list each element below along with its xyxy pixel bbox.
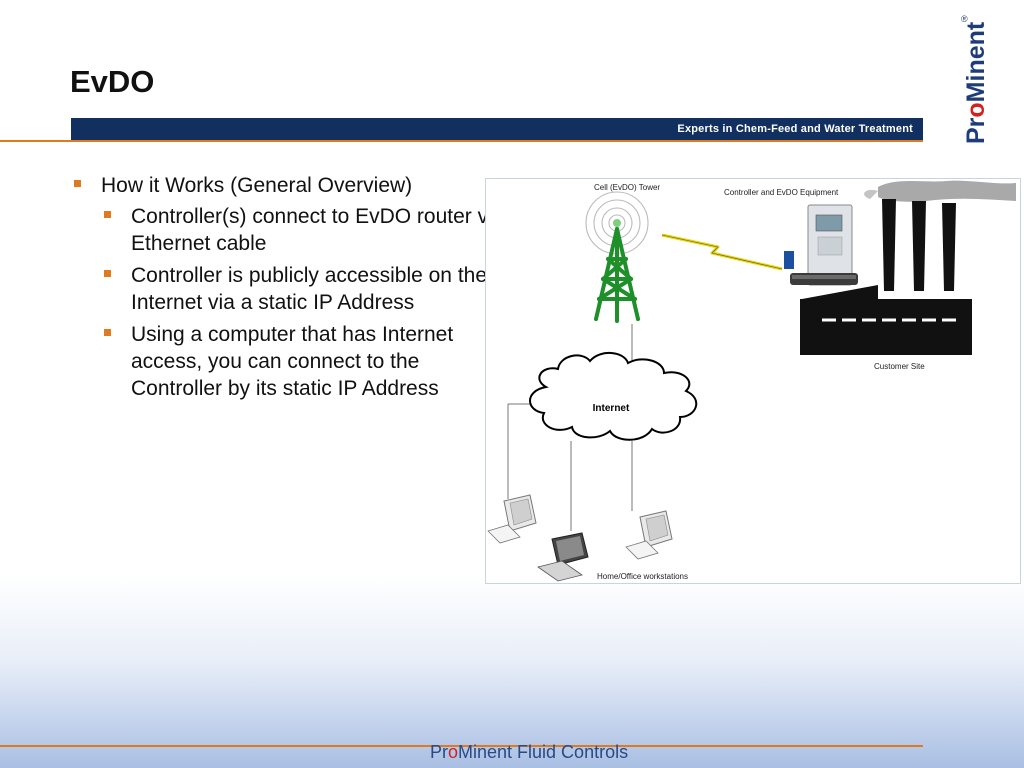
internet-cloud-icon (529, 352, 698, 441)
prominent-logo: ProMinent ® (961, 14, 988, 144)
bullet-marker-icon (74, 180, 81, 187)
sub-bullet-item: Using a computer that has Internet acces… (72, 321, 512, 402)
internet-label: Internet (593, 403, 630, 414)
bullet-marker-icon (104, 329, 111, 336)
footer-rest-text: Minent Fluid Controls (458, 742, 629, 762)
tower-beacon-icon (613, 219, 621, 227)
bullet-marker-icon (104, 211, 111, 218)
logo-o-text: o (962, 102, 988, 117)
bullet-text: How it Works (General Overview) (101, 174, 413, 197)
bullet-list: How it Works (General Overview) Controll… (72, 172, 512, 407)
logo-minent-text: Minent (962, 21, 988, 102)
evdo-network-diagram: Cell (EvDO) Tower Controller and EvDO E (485, 178, 1021, 584)
equipment-label: Controller and EvDO Equipment (724, 188, 839, 197)
bullet-marker-icon (104, 270, 111, 277)
laptop-icon (537, 532, 589, 582)
desktop-computer-icon (625, 510, 673, 560)
evdo-router-icon (784, 251, 858, 285)
sub-bullet-item: Controller is publicly accessible on the… (72, 262, 512, 316)
controller-icon (807, 204, 853, 286)
bullet-text: Controller(s) connect to EvDO router via… (131, 205, 505, 255)
cell-tower-icon (594, 227, 640, 323)
customer-site-label: Customer Site (874, 362, 925, 371)
wireless-link-icon (661, 233, 783, 271)
workstations-label: Home/Office workstations (597, 572, 688, 581)
sub-bullet-item: Controller(s) connect to EvDO router via… (72, 203, 512, 257)
header-orange-rule (0, 140, 923, 142)
bullet-item: How it Works (General Overview) (72, 172, 512, 199)
slide-title: EvDO (70, 64, 155, 99)
footer-company-name: ProMinent Fluid Controls (430, 742, 628, 763)
footer-o-text: o (448, 742, 459, 762)
footer-pr-text: Pr (430, 742, 448, 762)
header-tagline: Experts in Chem-Feed and Water Treatment (677, 123, 913, 135)
desktop-computer-icon (487, 494, 537, 544)
footer-orange-rule (0, 745, 923, 747)
tower-label: Cell (EvDO) Tower (594, 183, 660, 192)
logo-pro-text: Pr (962, 117, 988, 144)
footer-gradient-background (0, 575, 1024, 768)
svg-text:ProMinent: ProMinent (962, 21, 988, 144)
logo-registered-mark: ® (961, 14, 968, 24)
bullet-text: Using a computer that has Internet acces… (131, 323, 454, 400)
bullet-text: Controller is publicly accessible on the… (131, 264, 488, 314)
factory-icon (800, 180, 1016, 355)
header-bar: Experts in Chem-Feed and Water Treatment (71, 118, 923, 140)
